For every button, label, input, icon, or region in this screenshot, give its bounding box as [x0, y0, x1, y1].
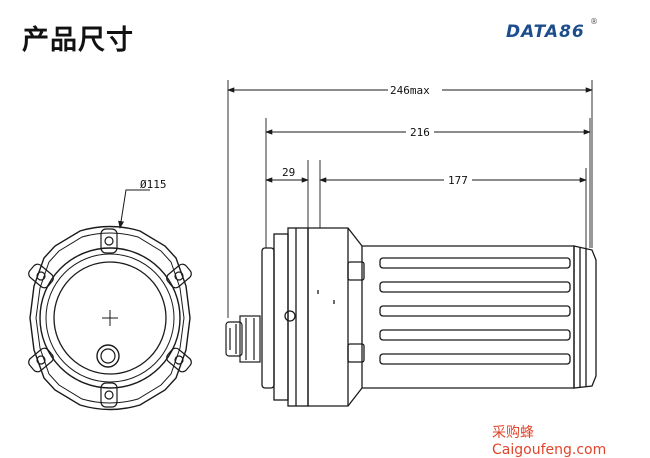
rear-cap: [573, 245, 597, 389]
main-housing: [284, 227, 575, 407]
body-length-label: 216: [410, 126, 430, 139]
cable-gland: [225, 315, 261, 363]
barrel-length-label: 177: [448, 174, 468, 187]
registered-mark: ®: [590, 17, 598, 26]
sensor-port: [96, 344, 120, 368]
brand-logo: DATA86: [506, 22, 585, 42]
lens-circle: [53, 261, 167, 375]
flange-width-label: 29: [282, 166, 295, 179]
page-title: 产品尺寸: [22, 25, 134, 56]
front-view: [28, 189, 192, 411]
flange-outline: [29, 225, 191, 411]
diameter-label: Ø115: [140, 178, 167, 191]
diameter-leader: [118, 189, 150, 229]
middle-ring: [45, 253, 175, 383]
side-view: [225, 227, 597, 407]
outer-ring: [39, 247, 181, 389]
watermark: 采购蜂 Caigoufeng.com: [492, 425, 607, 458]
overall-length-label: 246max: [390, 84, 430, 97]
bolt-lugs: [28, 228, 192, 408]
